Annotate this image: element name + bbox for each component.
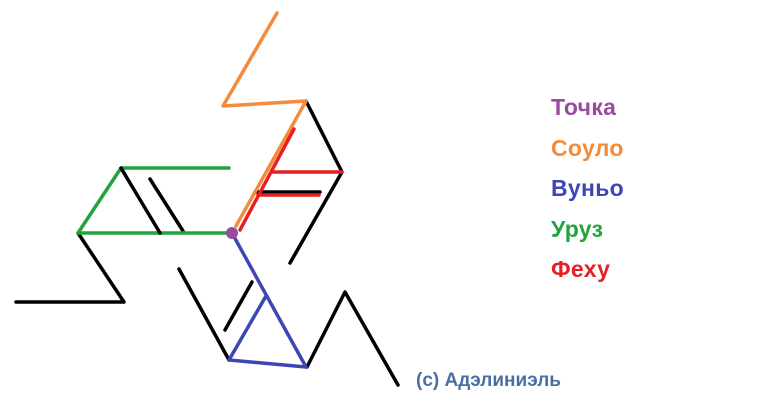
wunjo-stroke [227, 231, 308, 369]
black-stroke-lower-short [223, 280, 254, 332]
uruz-stroke [76, 166, 233, 235]
black-zigzag-left [14, 231, 126, 304]
fehu-stroke-main [238, 127, 296, 232]
black-zigzag-bottom-right [305, 290, 400, 387]
legend-item-wunjo: Вуньо [551, 175, 624, 201]
legend: Точка Соуло Вуньо Уруз Феху [551, 90, 624, 293]
black-zigzag-top-right [288, 99, 344, 265]
legend-item-uruz: Уруз [551, 215, 604, 242]
black-stroke-lower-left [177, 267, 231, 362]
legend-item-sowilo: Соуло [551, 134, 624, 161]
sowilo-stroke [221, 11, 308, 228]
uruz-diagonal [119, 166, 162, 235]
legend-item-tochka: Точка [551, 94, 617, 120]
black-stroke-diagonal [148, 177, 185, 233]
center-point [226, 227, 238, 239]
legend-item-fehu: Феху [551, 256, 611, 282]
credit-text: (c) Адэлиниэль [416, 370, 561, 391]
